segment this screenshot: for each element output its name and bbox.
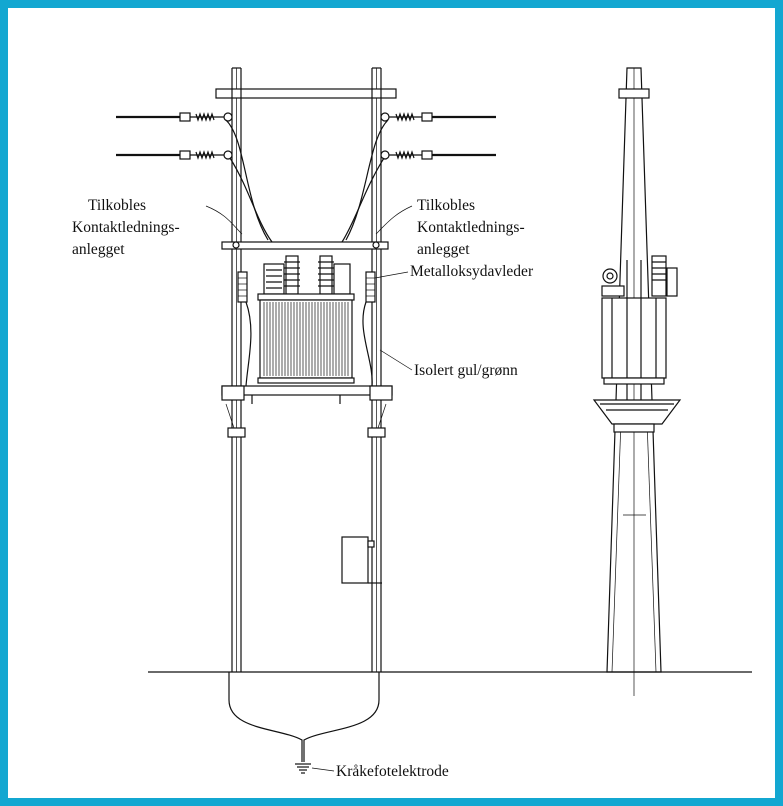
pole-clamps (225, 403, 387, 438)
side-top-crossarm (618, 88, 650, 99)
surge-arrester-left (237, 271, 248, 303)
hv-bushings (263, 255, 351, 295)
label-right-connect-3: anlegget (417, 241, 470, 258)
annotation-labels: Tilkobles Kontaktlednings- anlegget Tilk… (72, 197, 534, 780)
earth-electrode-wires (228, 672, 380, 774)
label-insulated: Isolert gul/grønn (414, 362, 518, 379)
label-arrester: Metalloksydavleder (410, 263, 534, 280)
label-left-connect-3: anlegget (72, 241, 125, 258)
overhead-lines-right (380, 112, 496, 160)
top-crossarm (215, 88, 397, 99)
front-view (116, 67, 496, 774)
side-transformer (601, 255, 678, 400)
surge-arrester-right (365, 271, 376, 303)
right-pole (371, 67, 382, 672)
label-right-connect-1: Tilkobles (417, 197, 475, 214)
label-electrode: Kråkefotelektrode (336, 763, 449, 780)
side-view (592, 67, 682, 696)
middle-crossarm (221, 241, 389, 250)
label-right-connect-2: Kontaktlednings- (417, 219, 525, 236)
side-platform (592, 399, 682, 433)
drop-cables (205, 119, 413, 243)
transformer-tank (257, 293, 355, 384)
label-left-connect-1: Tilkobles (88, 197, 146, 214)
overhead-lines-left (116, 112, 233, 160)
junction-box (341, 536, 382, 584)
insulated-earth-wire (245, 301, 373, 387)
label-left-connect-2: Kontaktlednings- (72, 219, 180, 236)
left-pole (231, 67, 242, 672)
lower-crossarm (221, 385, 393, 396)
